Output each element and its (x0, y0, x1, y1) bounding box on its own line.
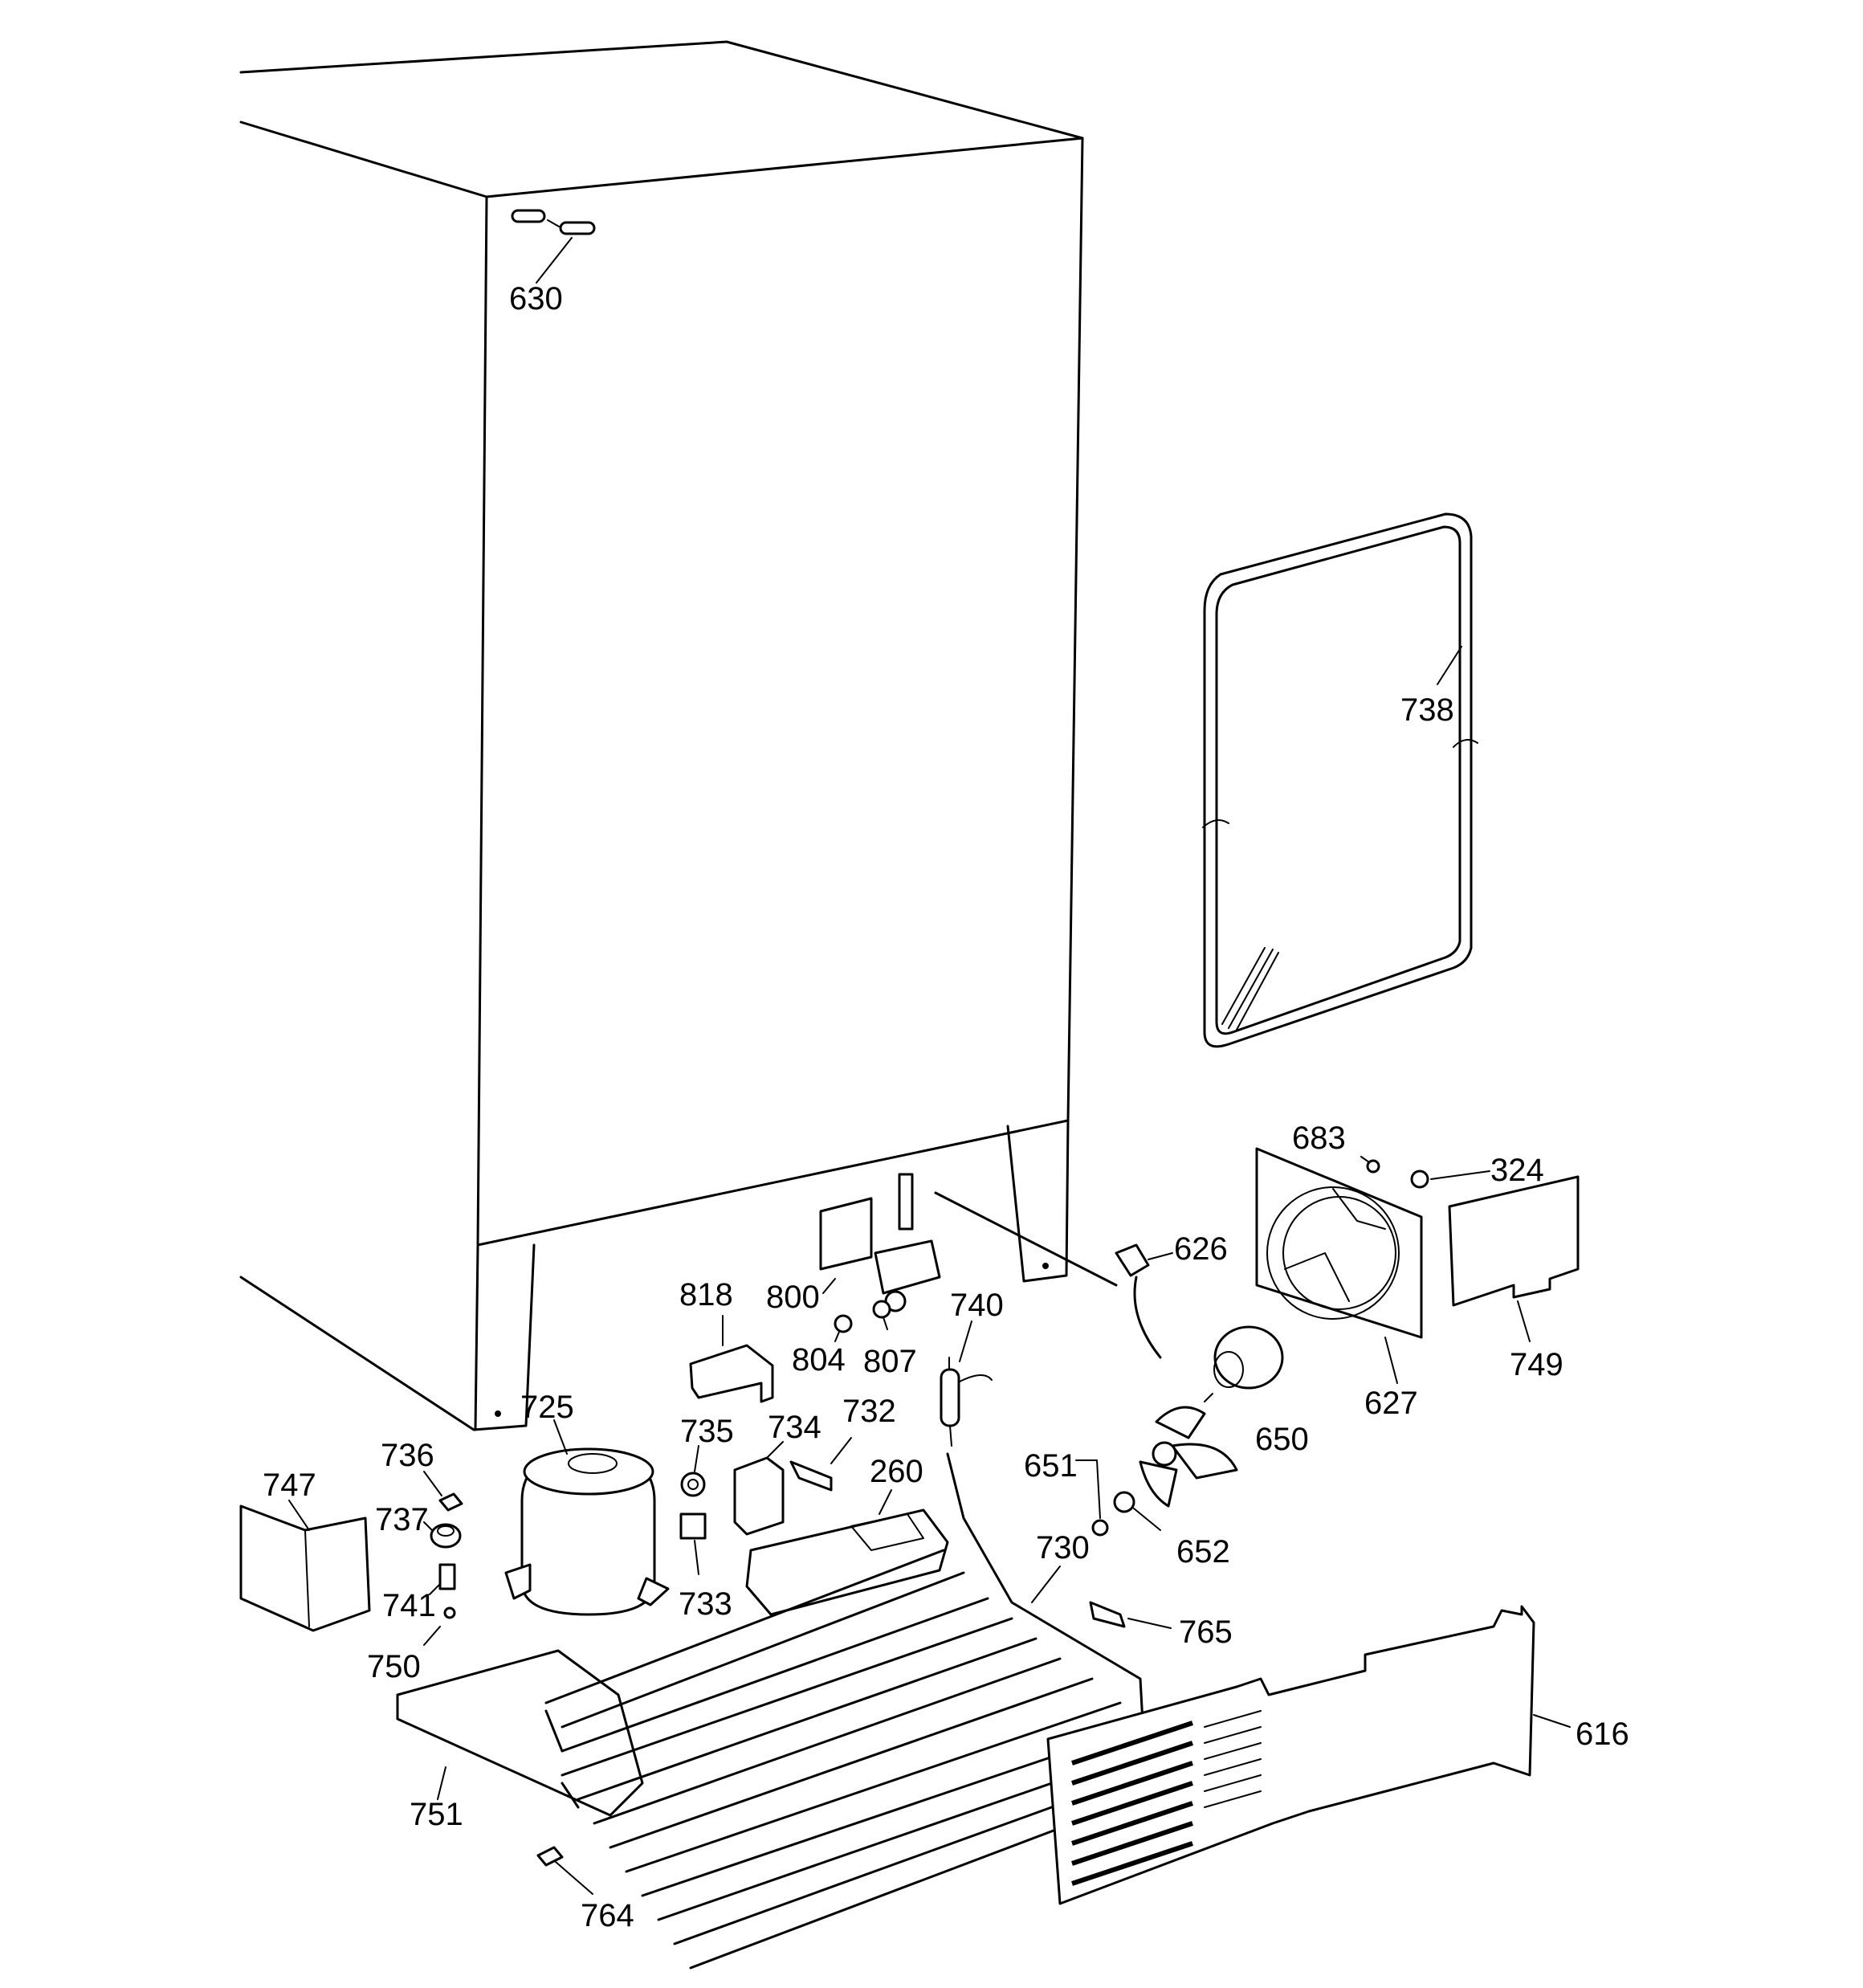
label-734: 734 (768, 1410, 821, 1445)
part-626-power-cord (1115, 1243, 1173, 1359)
label-730: 730 (1036, 1530, 1090, 1565)
label-736: 736 (381, 1438, 434, 1473)
part-labels: 630 738 683 324 626 818 800 740 804 807 … (263, 281, 1629, 1933)
part-616-grille (1046, 1605, 1571, 1905)
label-807: 807 (863, 1344, 917, 1379)
part-804-fitting (834, 1314, 853, 1342)
grille-slots (1071, 1721, 1193, 1886)
part-807-fitting (872, 1300, 891, 1330)
label-626: 626 (1174, 1231, 1228, 1267)
part-733-clip (679, 1512, 707, 1575)
part-736-clip (423, 1471, 463, 1512)
part-764-clip (536, 1846, 593, 1895)
label-651: 651 (1024, 1448, 1078, 1484)
label-324: 324 (1490, 1153, 1544, 1188)
part-741-sleeve (429, 1563, 456, 1595)
part-749-cover (1448, 1175, 1580, 1342)
label-800: 800 (766, 1280, 820, 1315)
part-651-fan-blade (1075, 1406, 1238, 1537)
label-738: 738 (1400, 692, 1454, 728)
label-740: 740 (950, 1288, 1004, 1323)
label-652: 652 (1176, 1534, 1230, 1570)
label-804: 804 (792, 1342, 846, 1378)
label-747: 747 (263, 1468, 316, 1503)
part-800-water-valve (819, 1173, 941, 1312)
part-650-fan-motor (1204, 1325, 1284, 1402)
label-751: 751 (410, 1797, 463, 1832)
label-616: 616 (1576, 1717, 1629, 1752)
label-733: 733 (679, 1586, 732, 1622)
part-683-screw (1360, 1156, 1380, 1174)
label-764: 764 (581, 1898, 634, 1933)
label-765: 765 (1179, 1614, 1233, 1650)
part-818-bracket (689, 1315, 774, 1403)
part-260-drain-pan (745, 1489, 949, 1616)
label-260: 260 (870, 1454, 923, 1489)
part-735-grommet (680, 1445, 706, 1497)
label-630: 630 (509, 281, 563, 316)
part-732-wire (789, 1437, 852, 1492)
label-725: 725 (520, 1390, 574, 1425)
part-740-drier (940, 1321, 993, 1447)
part-324-screw (1410, 1170, 1490, 1189)
label-732: 732 (842, 1394, 896, 1429)
label-737: 737 (375, 1502, 429, 1537)
label-735: 735 (680, 1414, 734, 1449)
label-749: 749 (1510, 1347, 1563, 1382)
part-765-clip (1089, 1601, 1172, 1629)
part-734-relay (733, 1441, 785, 1536)
label-650: 650 (1255, 1422, 1309, 1457)
part-737-grommet (423, 1521, 462, 1549)
label-750: 750 (367, 1649, 421, 1684)
part-652-washer (1113, 1491, 1161, 1531)
label-741: 741 (382, 1588, 436, 1623)
part-725-compressor (504, 1419, 670, 1616)
label-818: 818 (679, 1277, 733, 1312)
part-630-plugs (511, 209, 596, 284)
cabinet (239, 40, 1118, 1431)
part-751-base-plate (396, 1649, 644, 1817)
label-627: 627 (1364, 1386, 1418, 1421)
part-627-fan-shroud (1255, 1147, 1423, 1384)
part-747-cover (239, 1500, 371, 1632)
part-750-screw (423, 1606, 456, 1646)
label-683: 683 (1292, 1121, 1346, 1156)
part-738-gasket (1202, 512, 1478, 1048)
